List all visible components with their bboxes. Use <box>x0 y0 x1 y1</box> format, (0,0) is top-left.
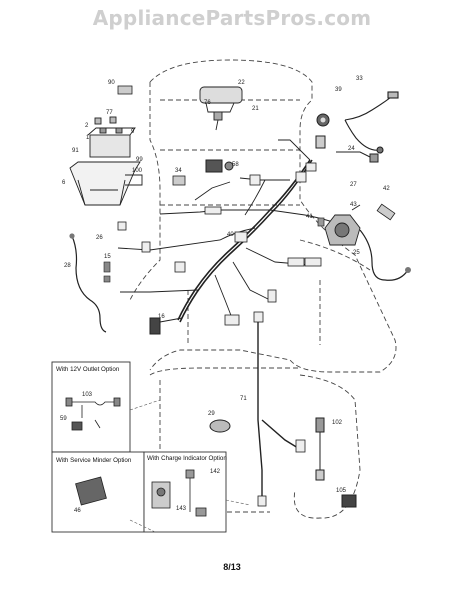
dashed-leaders <box>129 399 251 533</box>
part-15 <box>103 261 111 283</box>
callout-42: 42 <box>383 186 390 192</box>
callout-102: 102 <box>332 420 343 426</box>
battery-assembly <box>69 116 143 206</box>
callout-25: 25 <box>353 250 360 256</box>
callout-29: 29 <box>208 411 215 417</box>
part-25-cable <box>359 229 409 281</box>
callout-21: 21 <box>252 106 259 112</box>
callout-99: 99 <box>136 157 143 163</box>
callout-22: 22 <box>238 80 245 86</box>
callout-100: 100 <box>132 168 143 174</box>
part-24 <box>315 135 379 163</box>
callout-40: 40 <box>227 232 234 238</box>
callout-91: 91 <box>72 148 79 154</box>
part-105 <box>341 494 357 508</box>
main-harness <box>177 159 313 323</box>
callout-143: 143 <box>176 506 187 512</box>
callout-39: 39 <box>335 87 342 93</box>
callout-34: 34 <box>175 168 182 174</box>
part-34 <box>172 175 186 186</box>
part-58-lamp <box>205 159 234 173</box>
watermark: AppliancePartsPros.com <box>92 6 372 30</box>
callout-1: 1 <box>86 135 90 141</box>
callout-labels: 90 22 33 76 21 39 77 2 9 1 91 99 100 6 2… <box>60 76 390 514</box>
callout-33: 33 <box>356 76 363 82</box>
outlet-12v-contents <box>65 397 121 431</box>
callout-71: 71 <box>240 396 247 402</box>
part-33-cable <box>344 91 399 154</box>
callout-76: 76 <box>204 100 211 106</box>
part-43-solenoid <box>324 204 361 246</box>
callout-24: 24 <box>348 146 355 152</box>
callout-6: 6 <box>62 180 66 186</box>
part-28-cable <box>71 235 107 333</box>
page-number: 8/13 <box>223 562 241 572</box>
callout-90: 90 <box>108 80 115 86</box>
callout-77: 77 <box>106 110 113 116</box>
callout-9: 9 <box>131 129 135 135</box>
callout-16: 16 <box>158 314 165 320</box>
part-22-switch <box>199 86 243 131</box>
part-71-harness <box>257 320 299 500</box>
callout-26: 26 <box>96 235 103 241</box>
callout-142: 142 <box>210 469 221 475</box>
callout-59: 59 <box>60 416 67 422</box>
part-102 <box>315 417 325 481</box>
callout-103: 103 <box>82 392 93 398</box>
harness-branches <box>117 139 341 323</box>
option-box-frames <box>51 361 227 533</box>
callout-43: 43 <box>350 202 357 208</box>
tractor-outline <box>129 59 397 519</box>
part-16 <box>149 317 161 335</box>
callout-105: 105 <box>336 488 347 494</box>
callout-41: 41 <box>306 214 313 220</box>
callout-58: 58 <box>232 162 239 168</box>
callout-2: 2 <box>85 123 89 129</box>
callout-46: 46 <box>74 508 81 514</box>
part-90 <box>117 85 133 95</box>
callout-15: 15 <box>104 254 111 260</box>
part-42 <box>376 203 396 221</box>
charge-indicator-contents <box>151 469 207 517</box>
charge-indicator-title: With Charge Indicator Option <box>147 455 227 462</box>
outlet-12v-title: With 12V Outlet Option <box>56 366 120 373</box>
harness-connectors <box>117 162 322 326</box>
callout-28: 28 <box>64 263 71 269</box>
service-minder-title: With Service Minder Option <box>56 457 132 464</box>
service-minder-contents <box>75 476 107 506</box>
part-41 <box>317 217 325 227</box>
part-29 <box>209 419 231 433</box>
callout-27: 27 <box>350 182 357 188</box>
part-39-connector <box>316 113 330 127</box>
